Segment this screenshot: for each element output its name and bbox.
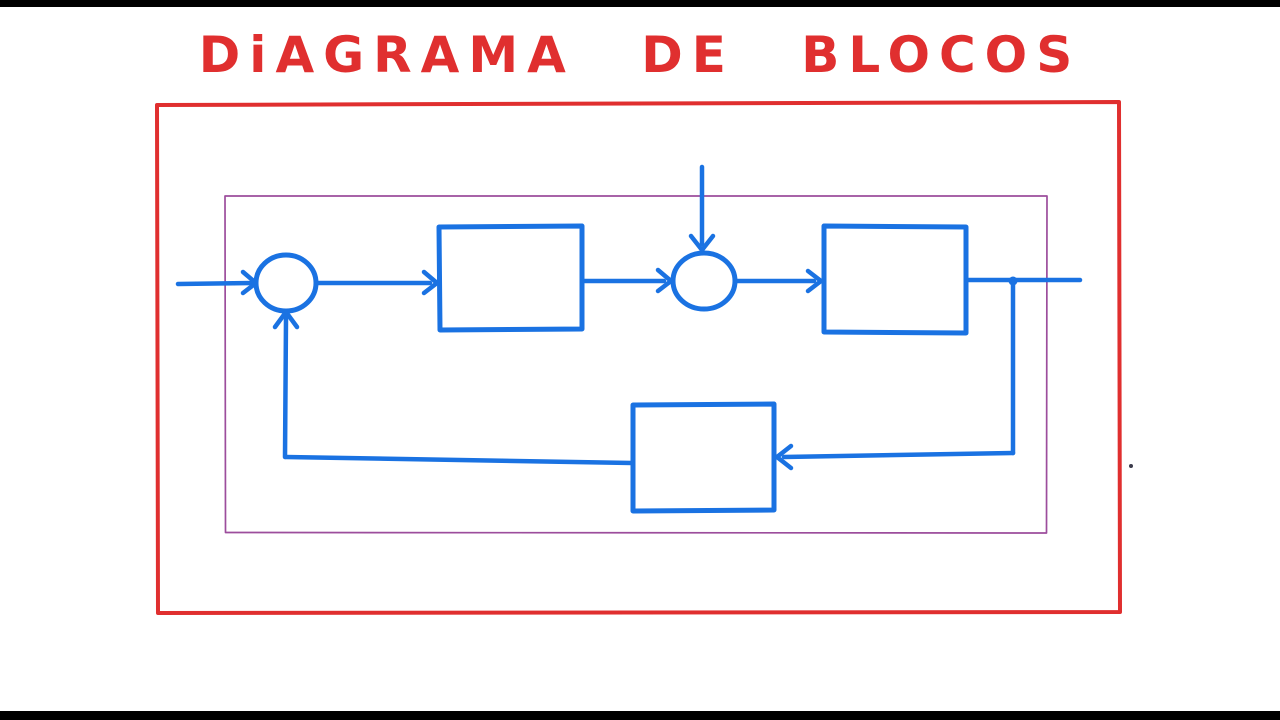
feedback-block: [630, 401, 777, 514]
inner-frame-rectangle: [224, 195, 1048, 534]
forward-block-2: [821, 223, 969, 336]
letterbox-bar-top: [0, 0, 1280, 7]
page-title: DiAGRAMA DE BLOCOS: [198, 26, 1082, 84]
feedback-up-arrowhead-icon: [272, 309, 300, 330]
feedback-return-line: [283, 454, 635, 466]
connector-junction2-block2-arrowhead-icon: [805, 268, 824, 294]
stray-ink-dot: [1129, 464, 1133, 468]
summing-junction-2: [670, 250, 738, 312]
feedback-arrowhead-icon: [774, 443, 794, 471]
input-line: [175, 280, 255, 287]
feedback-top-line: [781, 450, 1016, 460]
top-input-arrowhead-icon: [688, 233, 716, 253]
feedback-rise-line: [282, 315, 289, 460]
connector-junction1-block1-arrowhead-icon: [421, 269, 440, 296]
letterbox-bar-bottom: [0, 711, 1280, 720]
outer-frame-rectangle: [155, 100, 1122, 615]
summing-junction-1: [253, 252, 319, 314]
forward-block-1: [436, 223, 585, 333]
